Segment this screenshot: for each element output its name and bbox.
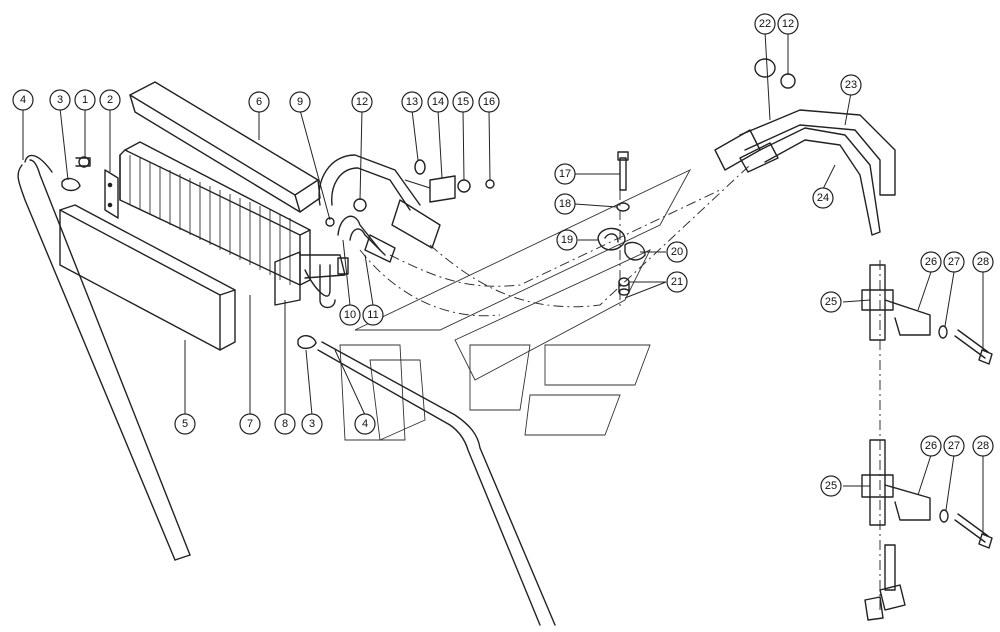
svg-text:12: 12 (782, 18, 794, 30)
svg-text:14: 14 (432, 96, 444, 108)
svg-text:2: 2 (107, 94, 113, 106)
callout-25-lower: 25 (820, 475, 842, 497)
svg-text:10: 10 (344, 309, 356, 321)
callout-27-upper: 27 (943, 251, 965, 273)
callout-12-middle: 12 (351, 91, 373, 113)
svg-text:20: 20 (671, 246, 683, 258)
callout-10: 10 (339, 304, 361, 326)
parts-17-21 (597, 151, 646, 296)
svg-text:18: 18 (559, 198, 571, 210)
callout-9: 9 (289, 91, 311, 113)
svg-text:13: 13 (406, 96, 418, 108)
callout-27-lower: 27 (943, 435, 965, 457)
hoses-right (714, 58, 896, 236)
callout-12-right: 12 (777, 13, 799, 35)
svg-text:19: 19 (561, 234, 573, 246)
callout-4-left: 4 (12, 89, 34, 111)
svg-text:8: 8 (282, 418, 288, 430)
svg-text:6: 6 (256, 96, 262, 108)
svg-text:24: 24 (817, 192, 829, 204)
callout-17: 17 (554, 163, 576, 185)
svg-text:26: 26 (925, 256, 937, 268)
hoses-near-core (318, 154, 441, 263)
callout-24: 24 (812, 187, 834, 209)
callout-19: 19 (556, 229, 578, 251)
svg-text:26: 26 (925, 440, 937, 452)
callout-20: 20 (666, 241, 688, 263)
foam-strip-6 (129, 81, 321, 213)
clamp-assembly-lower (861, 439, 993, 621)
callout-23: 23 (840, 74, 862, 96)
svg-text:21: 21 (671, 276, 683, 288)
callout-21: 21 (666, 271, 688, 293)
callout-2: 2 (99, 89, 121, 111)
callout-26-lower: 26 (920, 435, 942, 457)
svg-text:28: 28 (977, 256, 989, 268)
svg-text:23: 23 (845, 79, 857, 91)
small-parts-left (61, 156, 317, 350)
hose-4-left (17, 154, 191, 561)
floor-outline (339, 168, 692, 441)
callout-5: 5 (174, 413, 196, 435)
callout-13: 13 (401, 91, 423, 113)
callout-3-upper: 3 (49, 89, 71, 111)
svg-text:7: 7 (247, 418, 253, 430)
callout-4-middle: 4 (354, 413, 376, 435)
svg-text:17: 17 (559, 168, 571, 180)
callout-11: 11 (362, 304, 384, 326)
panel-5 (59, 204, 236, 351)
svg-text:25: 25 (825, 480, 837, 492)
callout-25-upper: 25 (820, 291, 842, 313)
callout-6: 6 (248, 91, 270, 113)
heater-core-7 (119, 141, 311, 306)
svg-text:25: 25 (825, 296, 837, 308)
clamp-assembly-upper (861, 264, 993, 365)
svg-text:1: 1 (82, 94, 88, 106)
svg-text:12: 12 (356, 96, 368, 108)
svg-text:16: 16 (483, 96, 495, 108)
callout-7: 7 (239, 413, 261, 435)
svg-text:28: 28 (977, 440, 989, 452)
svg-text:9: 9 (297, 96, 303, 108)
svg-text:4: 4 (20, 94, 26, 106)
callout-8: 8 (274, 413, 296, 435)
svg-text:11: 11 (367, 309, 378, 321)
leader-lines (22, 31, 984, 534)
svg-text:5: 5 (182, 418, 188, 430)
svg-text:3: 3 (309, 418, 315, 430)
svg-text:4: 4 (362, 418, 368, 430)
callout-3-lower: 3 (301, 413, 323, 435)
callout-15: 15 (452, 91, 474, 113)
parts-13-16 (404, 159, 495, 203)
svg-text:15: 15 (457, 96, 469, 108)
callout-28-upper: 28 (972, 251, 994, 273)
callout-28-lower: 28 (972, 435, 994, 457)
callout-18: 18 (554, 193, 576, 215)
svg-text:27: 27 (948, 440, 960, 452)
pipe-assembly-8 (299, 254, 349, 309)
svg-text:3: 3 (57, 94, 63, 106)
callout-1: 1 (74, 89, 96, 111)
svg-text:22: 22 (759, 18, 771, 30)
callout-14: 14 (427, 91, 449, 113)
callout-22: 22 (754, 13, 776, 35)
callout-16: 16 (478, 91, 500, 113)
callout-26-upper: 26 (920, 251, 942, 273)
svg-text:27: 27 (948, 256, 960, 268)
hose-4-middle (317, 341, 556, 626)
